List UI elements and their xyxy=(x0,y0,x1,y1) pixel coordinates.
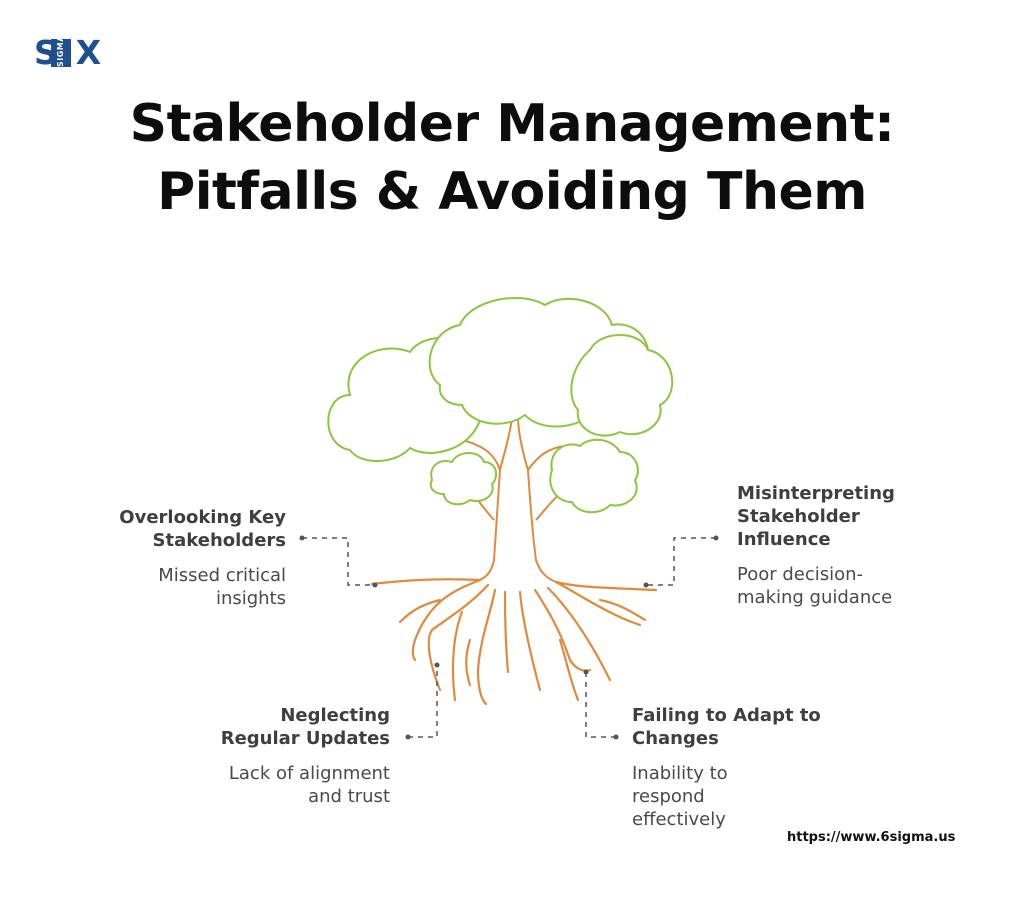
pitfall-overlooking: Overlooking Key Stakeholders Missed crit… xyxy=(119,506,286,610)
title-line-1: Stakeholder Management: xyxy=(129,94,895,154)
tree-roots xyxy=(370,578,658,706)
dot-failing-start xyxy=(613,734,619,740)
dot-overlooking-start xyxy=(299,535,305,541)
pitfall-description: Poor decision- making guidance xyxy=(737,564,893,608)
pitfall-description: Missed critical insights xyxy=(158,565,286,609)
pitfall-description: Lack of alignment and trust xyxy=(228,763,390,807)
connector-neglecting xyxy=(408,665,438,738)
connector-overlooking xyxy=(302,537,375,586)
dot-neglecting-start xyxy=(405,734,411,740)
title-line-2: Pitfalls & Avoiding Them xyxy=(157,162,867,222)
pitfall-heading: Neglecting Regular Updates xyxy=(220,705,390,749)
pitfall-heading: Overlooking Key Stakeholders xyxy=(119,507,286,551)
pitfall-misinterpreting: Misinterpreting Stakeholder Influence Po… xyxy=(737,482,895,609)
source-url[interactable]: https://www.6sigma.us xyxy=(787,830,956,845)
connector-failing xyxy=(585,672,616,738)
pitfall-neglecting: Neglecting Regular Updates Lack of align… xyxy=(221,704,390,808)
connectors xyxy=(302,537,716,738)
dot-overlooking-end xyxy=(372,582,378,588)
canopy-small-right-cloud xyxy=(549,438,639,514)
pitfall-failing: Failing to Adapt to Changes Inability to… xyxy=(632,704,821,831)
connector-dots xyxy=(299,535,719,740)
dot-misinterpreting-end xyxy=(643,582,649,588)
tree-canopy xyxy=(327,297,674,514)
pitfall-description: Inability to respond effectively xyxy=(632,763,728,830)
pitfall-heading: Misinterpreting Stakeholder Influence xyxy=(737,483,895,550)
tree-trunk xyxy=(454,415,566,583)
canopy-small-left-cloud xyxy=(429,452,498,506)
canopy-right-cloud xyxy=(570,334,674,437)
dot-misinterpreting-start xyxy=(713,535,719,541)
dot-neglecting-end xyxy=(434,662,440,668)
page-title: Stakeholder Management: Pitfalls & Avoid… xyxy=(0,90,1024,226)
dot-failing-end xyxy=(583,669,589,675)
pitfall-heading: Failing to Adapt to Changes xyxy=(632,705,821,749)
connector-misinterpreting xyxy=(646,537,716,586)
